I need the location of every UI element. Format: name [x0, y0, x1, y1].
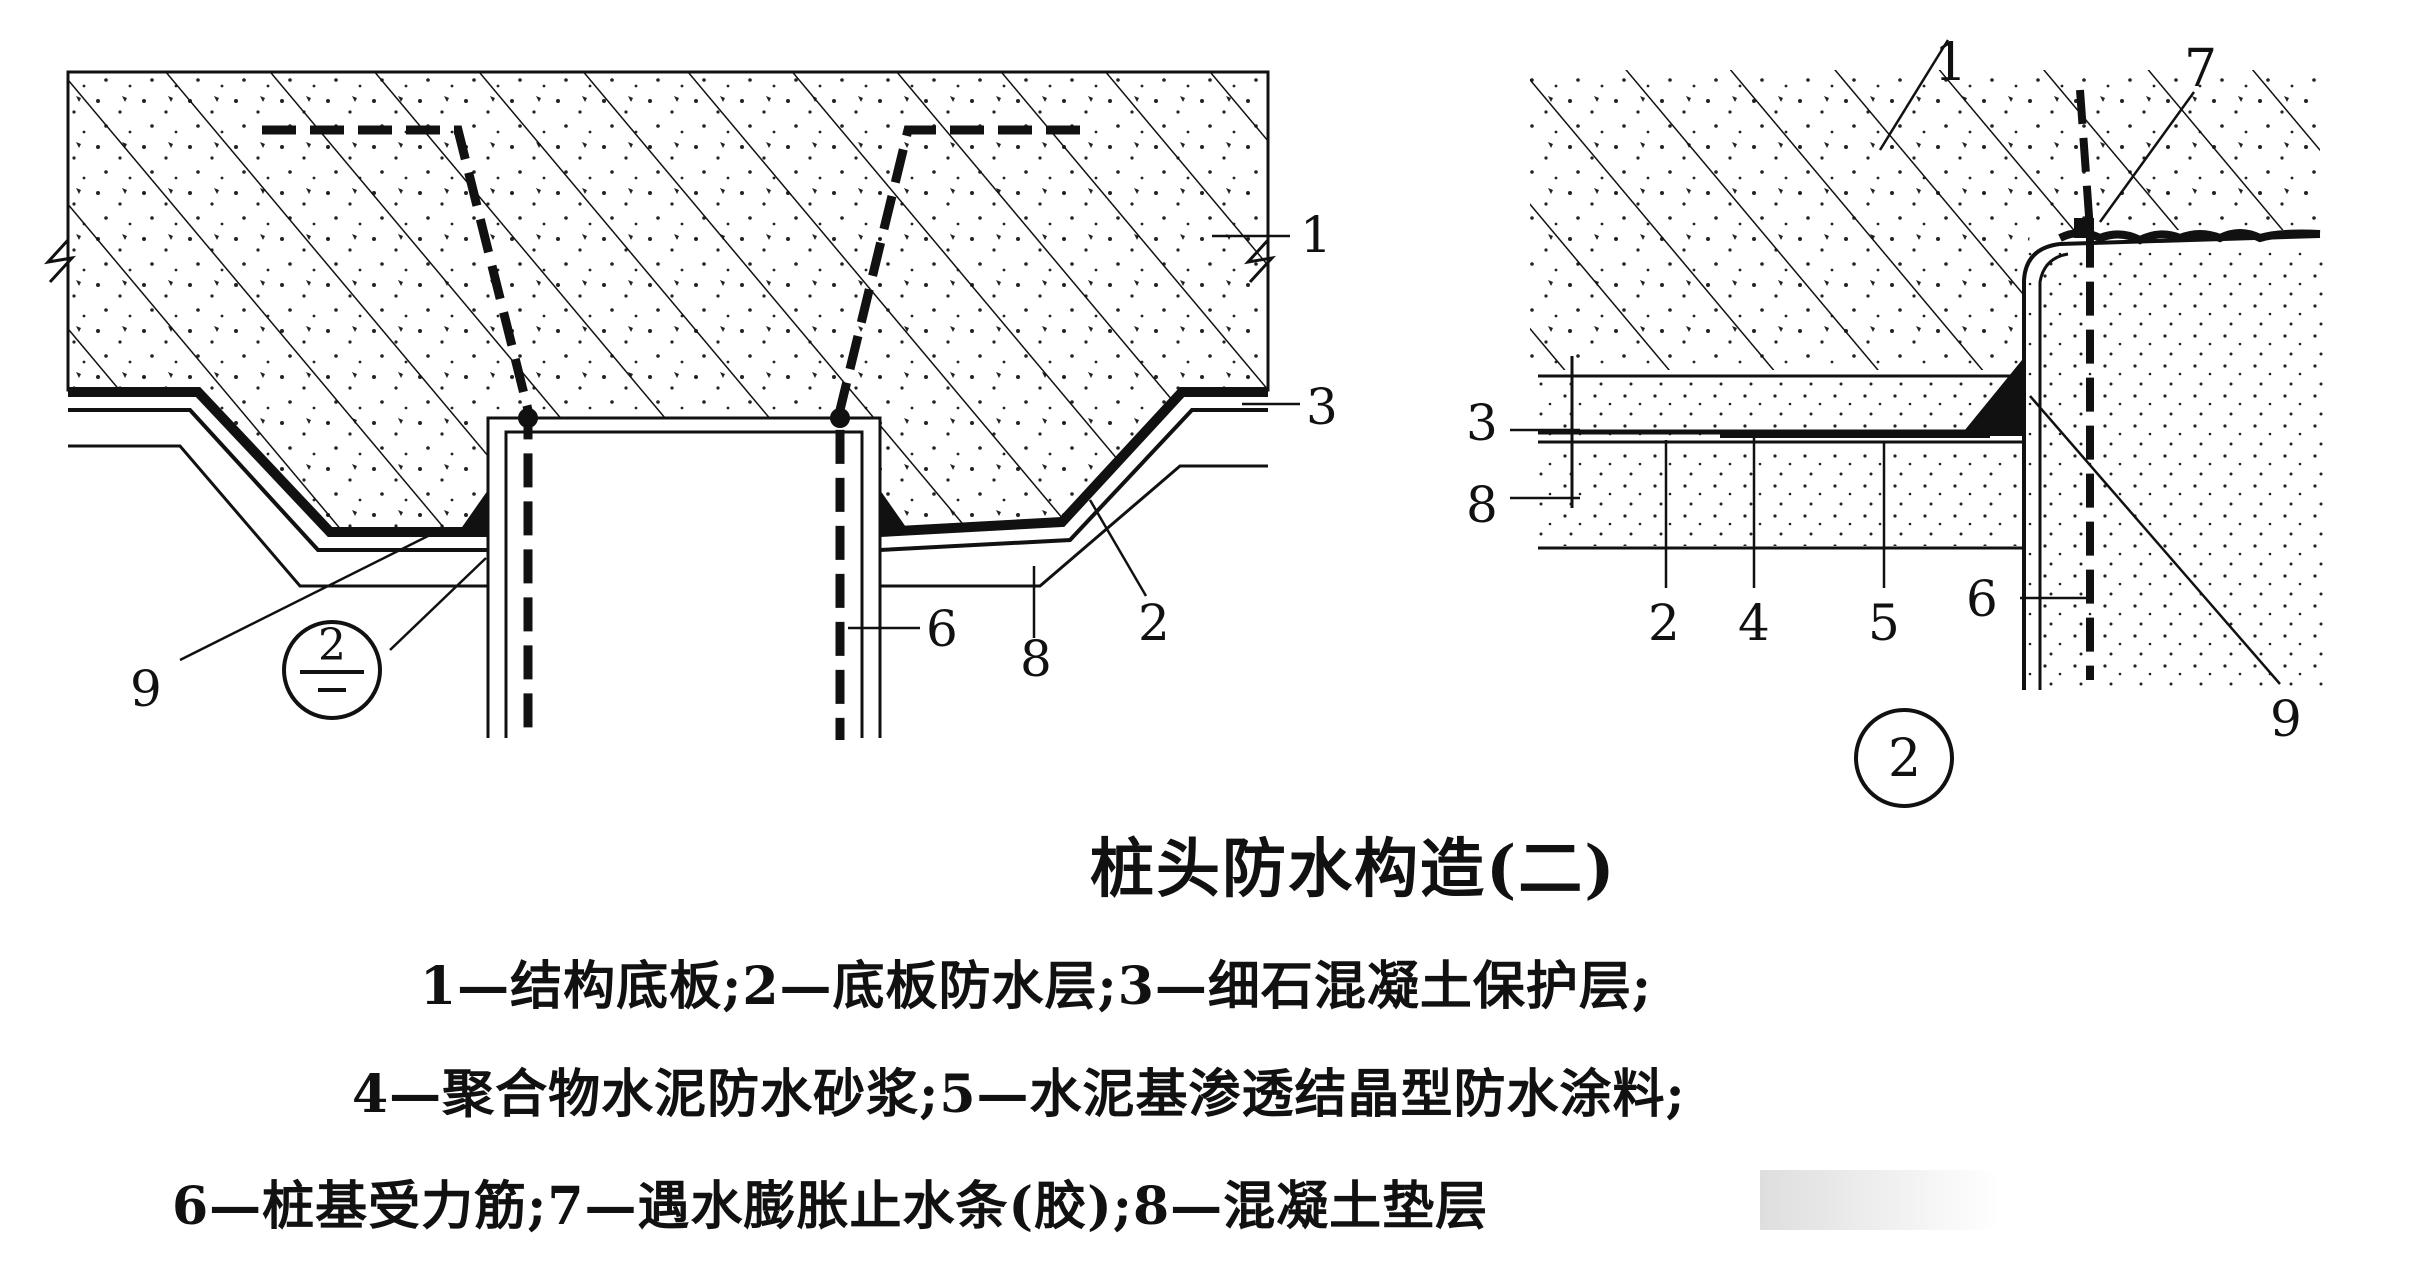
legend-line-3: 6—桩基受力筋;7—遇水膨胀止水条(胶);8—混凝土垫层: [172, 1176, 1489, 1237]
detail-callout-number: 2: [318, 620, 346, 671]
legend-line-2: 4—聚合物水泥防水砂浆;5—水泥基渗透结晶型防水涂料;: [352, 1064, 1686, 1125]
left-label-3: 3: [1306, 378, 1338, 436]
left-rebar-6: [262, 125, 533, 740]
detail-swelling-strip-7: [2058, 229, 2321, 245]
detail-protection-layer-3: [1538, 376, 2018, 436]
scan-smudge: [1760, 1170, 2000, 1230]
left-label-6: 6: [926, 600, 958, 658]
left-label-8: 8: [1020, 630, 1052, 688]
pile-body: [488, 418, 880, 738]
right-corner-fillet: [880, 490, 908, 530]
waterproof-layer-2: [68, 387, 1268, 537]
detail-rebar-6: [2076, 89, 2094, 680]
detail-number: 2: [1888, 729, 1921, 789]
pile-outline: [486, 416, 882, 738]
detail-label-5: 5: [1868, 594, 1900, 652]
detail-label-9: 9: [2270, 690, 2302, 748]
right-rebar-6: [835, 125, 1080, 740]
detail-label-3: 3: [1466, 394, 1498, 452]
detail-label-7: 7: [2184, 39, 2217, 99]
detail-label-6: 6: [1966, 570, 1998, 628]
detail-label-8: 8: [1466, 476, 1498, 534]
cushion-layer-8: [68, 444, 1268, 588]
detail-number-circle: [1854, 708, 1954, 808]
left-section-view: 1 3 2 8 6 9 2: [43, 70, 1338, 740]
detail-fillet: [1960, 360, 2022, 436]
detail-label-4: 4: [1738, 594, 1770, 652]
detail-label-1: 1: [1934, 33, 1967, 93]
figure-title: 桩头防水构造(二): [1090, 832, 1617, 907]
detail-label-2: 2: [1648, 594, 1680, 652]
detail-pile: [2024, 250, 2324, 690]
legend-line-1: 1—结构底板;2—底板防水层;3—细石混凝土保护层;: [420, 956, 1653, 1017]
left-label-1: 1: [1300, 206, 1332, 264]
left-corner-fillet: [460, 490, 488, 530]
right-break-mark: [1243, 238, 1277, 284]
left-break-mark: [43, 238, 77, 284]
right-enlarged-detail: 1 7 3 8 2 4 5 6 9 2: [1466, 33, 2324, 808]
left-label-2: 2: [1138, 594, 1170, 652]
detail-cushion-layer-8: [1538, 446, 2018, 546]
left-label-9: 9: [130, 660, 162, 718]
protection-layer-3: [68, 408, 1268, 552]
